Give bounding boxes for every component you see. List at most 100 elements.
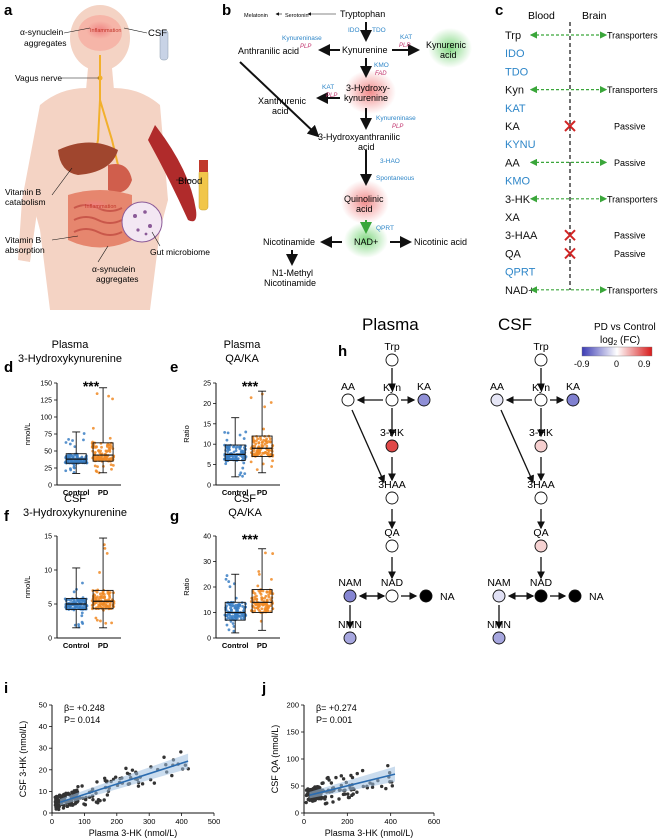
box-y-tick-label: 5	[48, 602, 52, 609]
c-brain-header: Brain	[582, 10, 607, 22]
box-dot	[225, 574, 229, 577]
scatter-point	[319, 797, 323, 801]
scatter-point	[321, 781, 325, 785]
c-row-name: KYNU	[505, 139, 536, 151]
h-node-nad	[534, 589, 548, 603]
box-dot	[261, 603, 265, 607]
scatter-point	[55, 798, 60, 802]
b-fad: FAD	[375, 71, 387, 77]
box-dot	[80, 611, 84, 615]
b-tryptophan: Tryptophan	[340, 9, 385, 19]
box-dot	[256, 437, 260, 441]
scatter-fit-line	[59, 760, 189, 803]
c-row-name: KMO	[505, 176, 531, 188]
scatter-point	[349, 773, 353, 778]
box-dot	[252, 449, 256, 453]
box-dot	[81, 581, 84, 585]
box-group-pd	[249, 548, 275, 631]
blood-vessel	[148, 125, 197, 222]
scatter-point	[379, 784, 384, 789]
scatter-y-tick-label: 50	[291, 782, 299, 791]
scatter-point	[323, 797, 327, 801]
scatter-p: P= 0.001	[316, 715, 352, 725]
box-dot	[97, 471, 101, 475]
box-dot	[73, 606, 77, 610]
h-node-label: QA	[384, 527, 399, 539]
scatter-x-tick-label: 600	[428, 817, 441, 826]
b-xanth-2: acid	[272, 106, 289, 116]
c-row-name: QA	[505, 248, 522, 260]
h-node-label: Kyn	[532, 382, 550, 394]
h-legend-mid: 0	[614, 359, 619, 369]
box-title-1: CSF	[64, 493, 86, 505]
box-dot	[242, 461, 246, 465]
box-dot	[242, 614, 246, 618]
box-y-tick-label: 15	[44, 534, 52, 541]
scatter-point	[140, 782, 145, 786]
b-kat-top: KAT	[400, 34, 412, 41]
box-iqr	[65, 453, 87, 464]
box-dot	[252, 440, 256, 444]
panel-letter-b: b	[222, 2, 231, 19]
scatter-point	[347, 795, 352, 800]
box-dot	[73, 445, 77, 449]
box-dot	[95, 590, 99, 594]
box-dot	[72, 590, 76, 594]
box-dot	[257, 589, 261, 593]
box-y-tick-label: 0	[48, 636, 52, 643]
scatter-y-label: CSF QA (nmol/L)	[270, 725, 280, 794]
box-dot	[249, 460, 253, 464]
csf-tube	[159, 29, 169, 61]
scatter-point	[304, 800, 308, 805]
b-quin-2: acid	[356, 204, 373, 214]
box-dot	[227, 580, 231, 583]
scatter-point	[386, 763, 390, 768]
box-y-tick-label: 25	[203, 381, 211, 388]
h-node-na	[568, 589, 582, 603]
box-y-tick-label: 25	[44, 466, 52, 473]
box-title-1: Plasma	[224, 339, 262, 351]
box-title-1: Plasma	[52, 339, 90, 351]
box-dot	[231, 604, 235, 607]
h-node-hk	[534, 439, 548, 453]
b-hao: 3-HAO	[380, 158, 400, 165]
box-dot	[111, 463, 115, 467]
scatter-point	[55, 802, 59, 806]
c-row-name: TDO	[505, 66, 529, 78]
box-dot	[72, 465, 76, 469]
scatter-point	[102, 798, 106, 802]
scatter-point	[341, 777, 346, 781]
box-dot	[254, 442, 258, 446]
box-dot	[242, 609, 246, 613]
h-csf-title: CSF	[498, 315, 532, 334]
box-iqr	[92, 589, 114, 610]
scatter-point	[113, 775, 118, 779]
scatter-point	[323, 802, 328, 806]
box-dot	[99, 619, 102, 623]
box-dot	[257, 607, 260, 611]
scatter-point	[339, 774, 344, 778]
box-y-tick-label: 10	[203, 442, 211, 449]
box-dot	[269, 401, 273, 404]
box-y-tick-label: 50	[44, 449, 52, 456]
b-hk: 3-Hydroxy-	[346, 83, 390, 93]
scatter-point	[179, 750, 183, 754]
scatter-point	[82, 802, 86, 806]
box-dot	[107, 394, 111, 398]
box-dot	[105, 551, 109, 555]
panel-letter-g: g	[170, 508, 179, 525]
box-y-tick-label: 10	[203, 610, 211, 617]
c-row-mode: Passive	[614, 158, 646, 168]
scatter-y-label: CSF 3-HK (nmol/L)	[18, 721, 28, 798]
box-dot	[69, 453, 73, 457]
panel-a-illustration	[18, 5, 209, 310]
scatter-point	[75, 788, 79, 792]
box-dot	[65, 459, 69, 462]
scatter-point	[105, 793, 110, 797]
box-dot	[230, 608, 233, 612]
scatter-point	[314, 796, 319, 801]
